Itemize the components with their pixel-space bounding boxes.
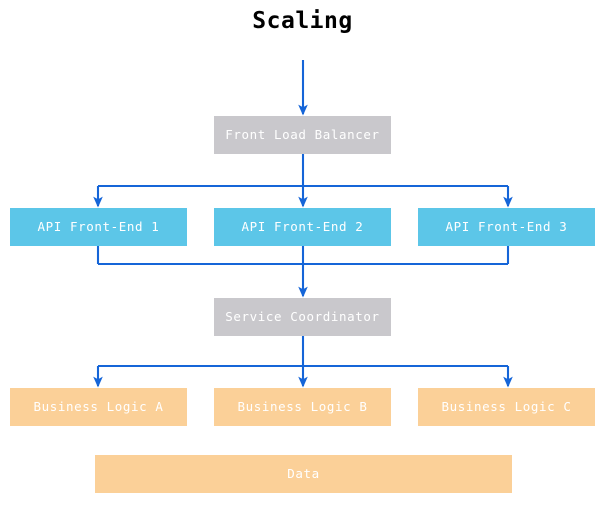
node-api-front-end-1[interactable]: API Front-End 1 — [10, 208, 187, 246]
node-front-load-balancer[interactable]: Front Load Balancer — [214, 116, 391, 154]
node-data[interactable]: Data — [95, 455, 512, 493]
node-service-coordinator[interactable]: Service Coordinator — [214, 298, 391, 336]
node-business-logic-c[interactable]: Business Logic C — [418, 388, 595, 426]
page-title: Scaling — [252, 8, 353, 34]
node-api-front-end-3[interactable]: API Front-End 3 — [418, 208, 595, 246]
node-api-front-end-2[interactable]: API Front-End 2 — [214, 208, 391, 246]
node-business-logic-a[interactable]: Business Logic A — [10, 388, 187, 426]
node-business-logic-b[interactable]: Business Logic B — [214, 388, 391, 426]
